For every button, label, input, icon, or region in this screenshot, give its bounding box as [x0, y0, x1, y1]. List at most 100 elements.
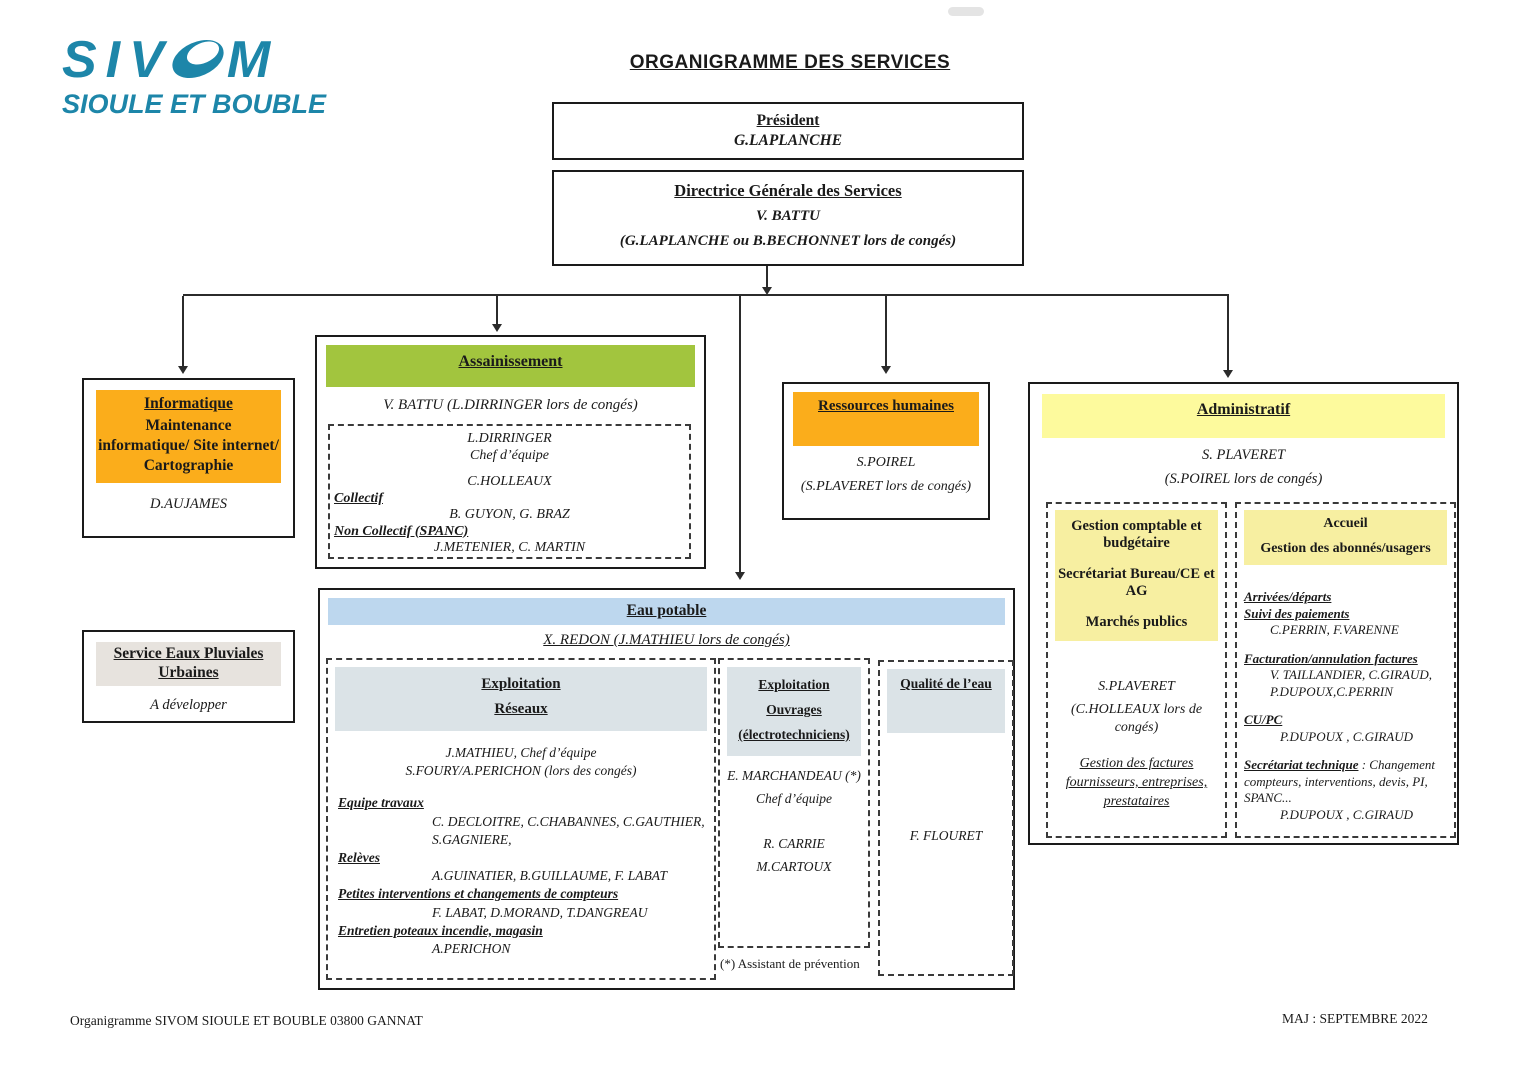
accueil-names: P.DUPOUX , C.GIRAUD [1280, 728, 1413, 744]
footer-left: Organigramme SIVOM SIOULE ET BOUBLE 0380… [70, 1013, 423, 1028]
team-member: B. GUYON, G. BRAZ [449, 507, 570, 522]
connector-drop-administratif [1227, 296, 1229, 370]
logo-subtitle: SIOULE ET BOUBLE [62, 89, 327, 119]
connector-drop-eau [739, 296, 741, 572]
ouvrages-chef-role: Chef d’équipe [755, 790, 833, 806]
administratif-box: Administratif S. PLAVERET (S.POIREL lors… [1028, 382, 1459, 845]
accueil-header: Accueil Gestion des abonnés/usagers [1244, 510, 1447, 565]
reseaux-names: C. DECLOITRE, C.CHABANNES, C.GAUTHIER, [432, 813, 705, 829]
ouvrages-agent: M.CARTOUX [756, 858, 832, 874]
scan-smudge [948, 7, 984, 16]
logo-text-siv: SIV [62, 31, 173, 89]
direction-name: V. BATTU [756, 208, 820, 224]
ouvrages-header-1: Exploitation [758, 677, 830, 692]
reseaux-label: Relèves [338, 850, 380, 866]
accueil-header-1: Accueil [1323, 516, 1368, 531]
comptable-note: (C.HOLLEAUX lors de congés) [1070, 701, 1203, 736]
water-drop-icon [172, 39, 224, 79]
team-role: Chef d’équipe [470, 447, 549, 463]
connector-arrow-assainissement [492, 324, 502, 332]
ouvrages-chef: E. MARCHANDEAU (*) [727, 767, 861, 783]
administratif-name: S. PLAVERET [1201, 447, 1286, 463]
accueil-label: Secrétariat technique [1244, 757, 1359, 772]
informatique-missions: Maintenance informatique/ Site internet/… [98, 417, 279, 475]
reseaux-label: Entretien poteaux incendie, magasin [338, 922, 543, 938]
administratif-title: Administratif [1042, 394, 1445, 438]
rh-box: Ressources humaines S.POIREL (S.PLAVERET… [782, 382, 990, 520]
assainissement-title: Assainissement [326, 345, 695, 387]
qualite-eau-box: Qualité de l’eau F. FLOURET [878, 660, 1014, 976]
direction-title: Directrice Générale des Services [674, 181, 902, 200]
assainissement-team-box: L.DIRRINGER Chef d’équipe C.HOLLEAUX Col… [328, 424, 691, 559]
ouvrages-header-3: (électrotechniciens) [738, 726, 850, 742]
reseaux-label: Petites interventions et changements de … [338, 886, 619, 902]
assainissement-box: Assainissement V. BATTU (L.DIRRINGER lor… [315, 335, 706, 569]
direction-note: (G.LAPLANCHE ou B.BECHONNET lors de cong… [619, 233, 957, 249]
ouvrages-agent: R. CARRIE [763, 835, 825, 851]
reseaux-label: Equipe travaux [338, 795, 424, 811]
connector-drop-rh [885, 296, 887, 366]
accueil-secretariat: Secrétariat technique : Changement compt… [1244, 757, 1447, 807]
accueil-label: Arrivées/départs [1244, 589, 1332, 604]
informatique-title: Informatique [144, 395, 233, 412]
connector-arrow-main [762, 287, 772, 295]
ouvrages-header-2: Ouvrages [766, 701, 822, 717]
assainissement-manager: V. BATTU (L.DIRRINGER lors de congés) [383, 397, 638, 413]
team-member: J.METENIER, C. MARTIN [433, 540, 586, 555]
connector-arrow-eau [735, 572, 745, 580]
eau-title: Eau potable [328, 598, 1005, 625]
exploitation-reseaux-box: Exploitation Réseaux J.MATHIEU, Chef d’é… [326, 658, 716, 980]
connector-drop-informatique [182, 296, 184, 366]
connector-arrow-rh [881, 366, 891, 374]
page-title: ORGANIGRAMME DES SERVICES [629, 52, 951, 73]
administratif-note: (S.POIREL lors de congés) [1164, 471, 1323, 487]
reseaux-names: S.GAGNIERE, [432, 831, 512, 847]
comptable-header: Gestion comptable et budgétaire Secrétar… [1055, 510, 1218, 641]
pluvial-name: A développer [150, 696, 227, 713]
direction-box: Directrice Générale des Services V. BATT… [552, 170, 1024, 266]
accueil-label: Suivi des paiements [1244, 605, 1350, 621]
sivom-logo: SIV M SIOULE ET BOUBLE [62, 34, 326, 120]
president-name: G.LAPLANCHE [733, 132, 843, 149]
reseaux-header-1: Exploitation [481, 676, 561, 692]
pluvial-box: Service Eaux Pluviales Urbaines A dévelo… [82, 630, 295, 723]
reseaux-remplacants: S.FOURY/A.PERICHON (lors des congés) [405, 763, 637, 779]
accueil-label-rest: : Changement compteurs, interventions, d… [1244, 757, 1436, 805]
connector-drop-assainissement [496, 296, 498, 324]
comptable-header-3: Marchés publics [1085, 613, 1188, 630]
qualite-header: Qualité de l’eau [887, 669, 1005, 733]
reseaux-names: A.GUINATIER, B.GUILLAUME, F. LABAT [432, 868, 667, 884]
accueil-header-2: Gestion des abonnés/usagers [1260, 541, 1431, 556]
collectif-label: Collectif [334, 490, 383, 506]
rh-title: Ressources humaines [793, 392, 979, 446]
informatique-name: D.AUJAMES [150, 496, 227, 513]
eau-manager: X. REDON (J.MATHIEU lors de congés) [543, 632, 790, 648]
comptable-box: Gestion comptable et budgétaire Secrétar… [1046, 502, 1227, 838]
comptable-name: S.PLAVERET [1098, 678, 1175, 694]
accueil-names: C.PERRIN, F.VARENNE [1270, 622, 1399, 637]
team-member: L.DIRRINGER [467, 431, 552, 446]
logo-text-m: M [226, 31, 280, 89]
exploitation-ouvrages-box: Exploitation Ouvrages (électrotechnicien… [718, 658, 870, 948]
president-box: Président G.LAPLANCHE [552, 102, 1024, 160]
accueil-label: Facturation/annulation factures [1244, 650, 1418, 666]
accueil-names: P.DUPOUX , C.GIRAUD [1280, 806, 1413, 822]
reseaux-content: J.MATHIEU, Chef d’équipe S.FOURY/A.PERIC… [328, 744, 714, 958]
president-title: Président [756, 112, 820, 129]
reseaux-chef: J.MATHIEU, Chef d’équipe [445, 745, 597, 760]
rh-name: S.POIREL [856, 455, 916, 470]
reseaux-header: Exploitation Réseaux [335, 667, 707, 731]
accueil-box: Accueil Gestion des abonnés/usagers Arri… [1235, 502, 1456, 838]
pluvial-title: Service Eaux Pluviales Urbaines [96, 642, 281, 686]
accueil-content: Arrivées/départs Suivi des paiements C.P… [1237, 589, 1454, 823]
comptable-header-2: Secrétariat Bureau/CE et AG [1058, 565, 1215, 600]
ouvrages-content: E. MARCHANDEAU (*) Chef d’équipe R. CARR… [720, 764, 868, 878]
non-collectif-label: Non Collectif (SPANC) [334, 523, 469, 539]
connector-hline [183, 294, 1229, 296]
comptable-header-1: Gestion comptable et budgétaire [1071, 518, 1202, 552]
team-member: C.HOLLEAUX [467, 474, 552, 489]
connector-stem [766, 266, 768, 288]
comptable-mission: Gestion des factures fournisseurs, entre… [1065, 756, 1208, 810]
reseaux-header-2: Réseaux [494, 701, 548, 717]
informatique-box: Informatique Maintenance informatique/ S… [82, 378, 295, 538]
